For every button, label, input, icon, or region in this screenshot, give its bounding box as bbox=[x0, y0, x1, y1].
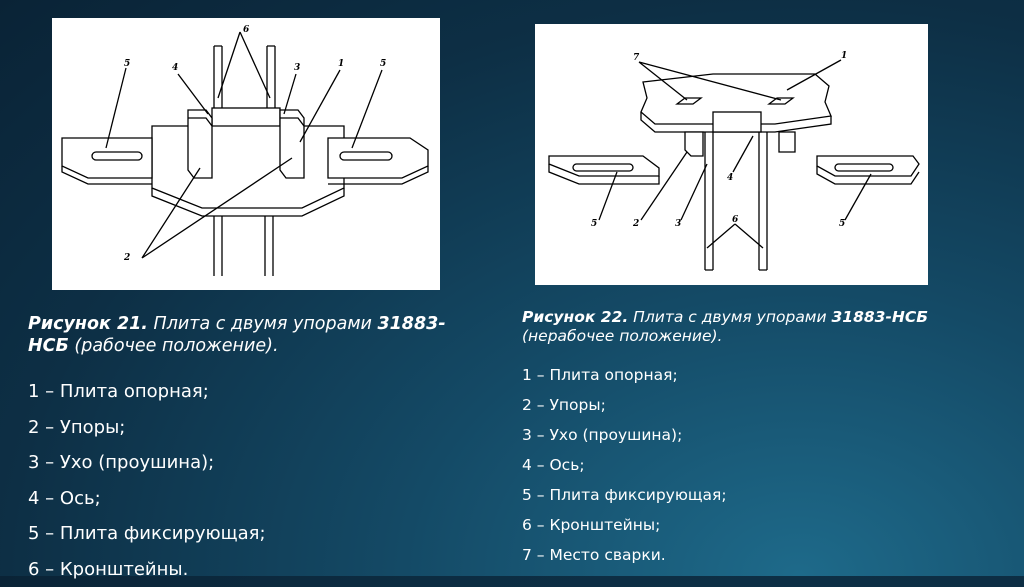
leader-6 bbox=[218, 32, 270, 98]
label-5-left: 5 bbox=[591, 219, 597, 229]
caption-22-title: Рисунок 22. bbox=[522, 308, 628, 326]
figure-21-legend: 1 – Плита опорная; 2 – Упоры; 3 – Ухо (п… bbox=[28, 374, 266, 587]
legend-item: 2 – Упоры; bbox=[522, 390, 727, 420]
legend-item: 4 – Ось; bbox=[522, 450, 727, 480]
legend-item: 2 – Упоры; bbox=[28, 410, 266, 446]
label-1: 1 bbox=[338, 59, 344, 69]
caption-21-title: Рисунок 21. bbox=[28, 314, 148, 334]
stop-left bbox=[685, 132, 703, 156]
leader-5a bbox=[106, 68, 126, 148]
leader-5b bbox=[845, 174, 871, 220]
legend-item: 6 – Кронштейны. bbox=[28, 552, 266, 587]
label-4: 4 bbox=[727, 173, 733, 183]
caption-21-text: Плита с двумя упорами bbox=[148, 314, 377, 334]
slot-left bbox=[92, 152, 142, 160]
legend-item: 3 – Ухо (проушина); bbox=[28, 445, 266, 481]
legend-item: 5 – Плита фиксирующая; bbox=[28, 516, 266, 552]
caption-22-text: Плита с двумя упорами bbox=[628, 308, 831, 326]
label-1: 1 bbox=[841, 51, 847, 61]
legend-item: 7 – Место сварки. bbox=[522, 540, 727, 570]
legend-item: 4 – Ось; bbox=[28, 481, 266, 517]
legend-item: 6 – Кронштейны; bbox=[522, 510, 727, 540]
label-5-right: 5 bbox=[839, 219, 845, 229]
leader-5b bbox=[352, 70, 382, 148]
figure-21-drawing: 6 4 3 1 5 5 2 bbox=[52, 18, 440, 290]
eye-part bbox=[713, 112, 761, 132]
legend-item: 1 – Плита опорная; bbox=[28, 374, 266, 410]
figure-22-drawing: 7 1 4 5 5 2 3 6 bbox=[535, 24, 928, 285]
slot-left bbox=[573, 164, 633, 171]
leader-5a bbox=[599, 172, 617, 220]
leader-4 bbox=[733, 136, 753, 172]
leader-6 bbox=[707, 224, 763, 248]
leader-3 bbox=[284, 74, 296, 114]
figure-21-svg: 6 4 3 1 5 5 2 bbox=[52, 18, 440, 290]
legend-item: 1 – Плита опорная; bbox=[522, 360, 727, 390]
label-6: 6 bbox=[243, 25, 250, 35]
caption-22-note: (нерабочее положение). bbox=[522, 327, 722, 345]
legend-item: 5 – Плита фиксирующая; bbox=[522, 480, 727, 510]
leader-4 bbox=[178, 74, 208, 114]
slot-right bbox=[835, 164, 893, 171]
label-3: 3 bbox=[294, 63, 300, 73]
label-3: 3 bbox=[675, 219, 681, 229]
label-5-left: 5 bbox=[124, 59, 130, 69]
figure-22-caption: Рисунок 22. Плита с двумя упорами 31883-… bbox=[522, 308, 962, 347]
label-4: 4 bbox=[172, 63, 178, 73]
label-6: 6 bbox=[732, 215, 739, 225]
leader-3 bbox=[681, 164, 707, 220]
bracket-top-lines bbox=[214, 46, 275, 108]
caption-22-model: 31883-НСБ bbox=[832, 308, 929, 326]
caption-21-note: (рабочее положение). bbox=[69, 336, 279, 356]
legend-item: 3 – Ухо (проушина); bbox=[522, 420, 727, 450]
figure-21-caption: Рисунок 21. Плита с двумя упорами 31883-… bbox=[28, 314, 448, 358]
figure-22-svg: 7 1 4 5 5 2 3 6 bbox=[535, 24, 928, 285]
label-5-right: 5 bbox=[380, 59, 386, 69]
base-plate bbox=[152, 126, 344, 208]
slot-right bbox=[340, 152, 392, 160]
bracket-lines bbox=[705, 132, 767, 270]
label-2: 2 bbox=[123, 253, 130, 263]
figure-22-legend: 1 – Плита опорная; 2 – Упоры; 3 – Ухо (п… bbox=[522, 360, 727, 570]
bracket-bottom-lines bbox=[214, 216, 273, 276]
label-2: 2 bbox=[632, 219, 639, 229]
stop-right bbox=[779, 132, 795, 152]
label-7: 7 bbox=[633, 53, 640, 63]
